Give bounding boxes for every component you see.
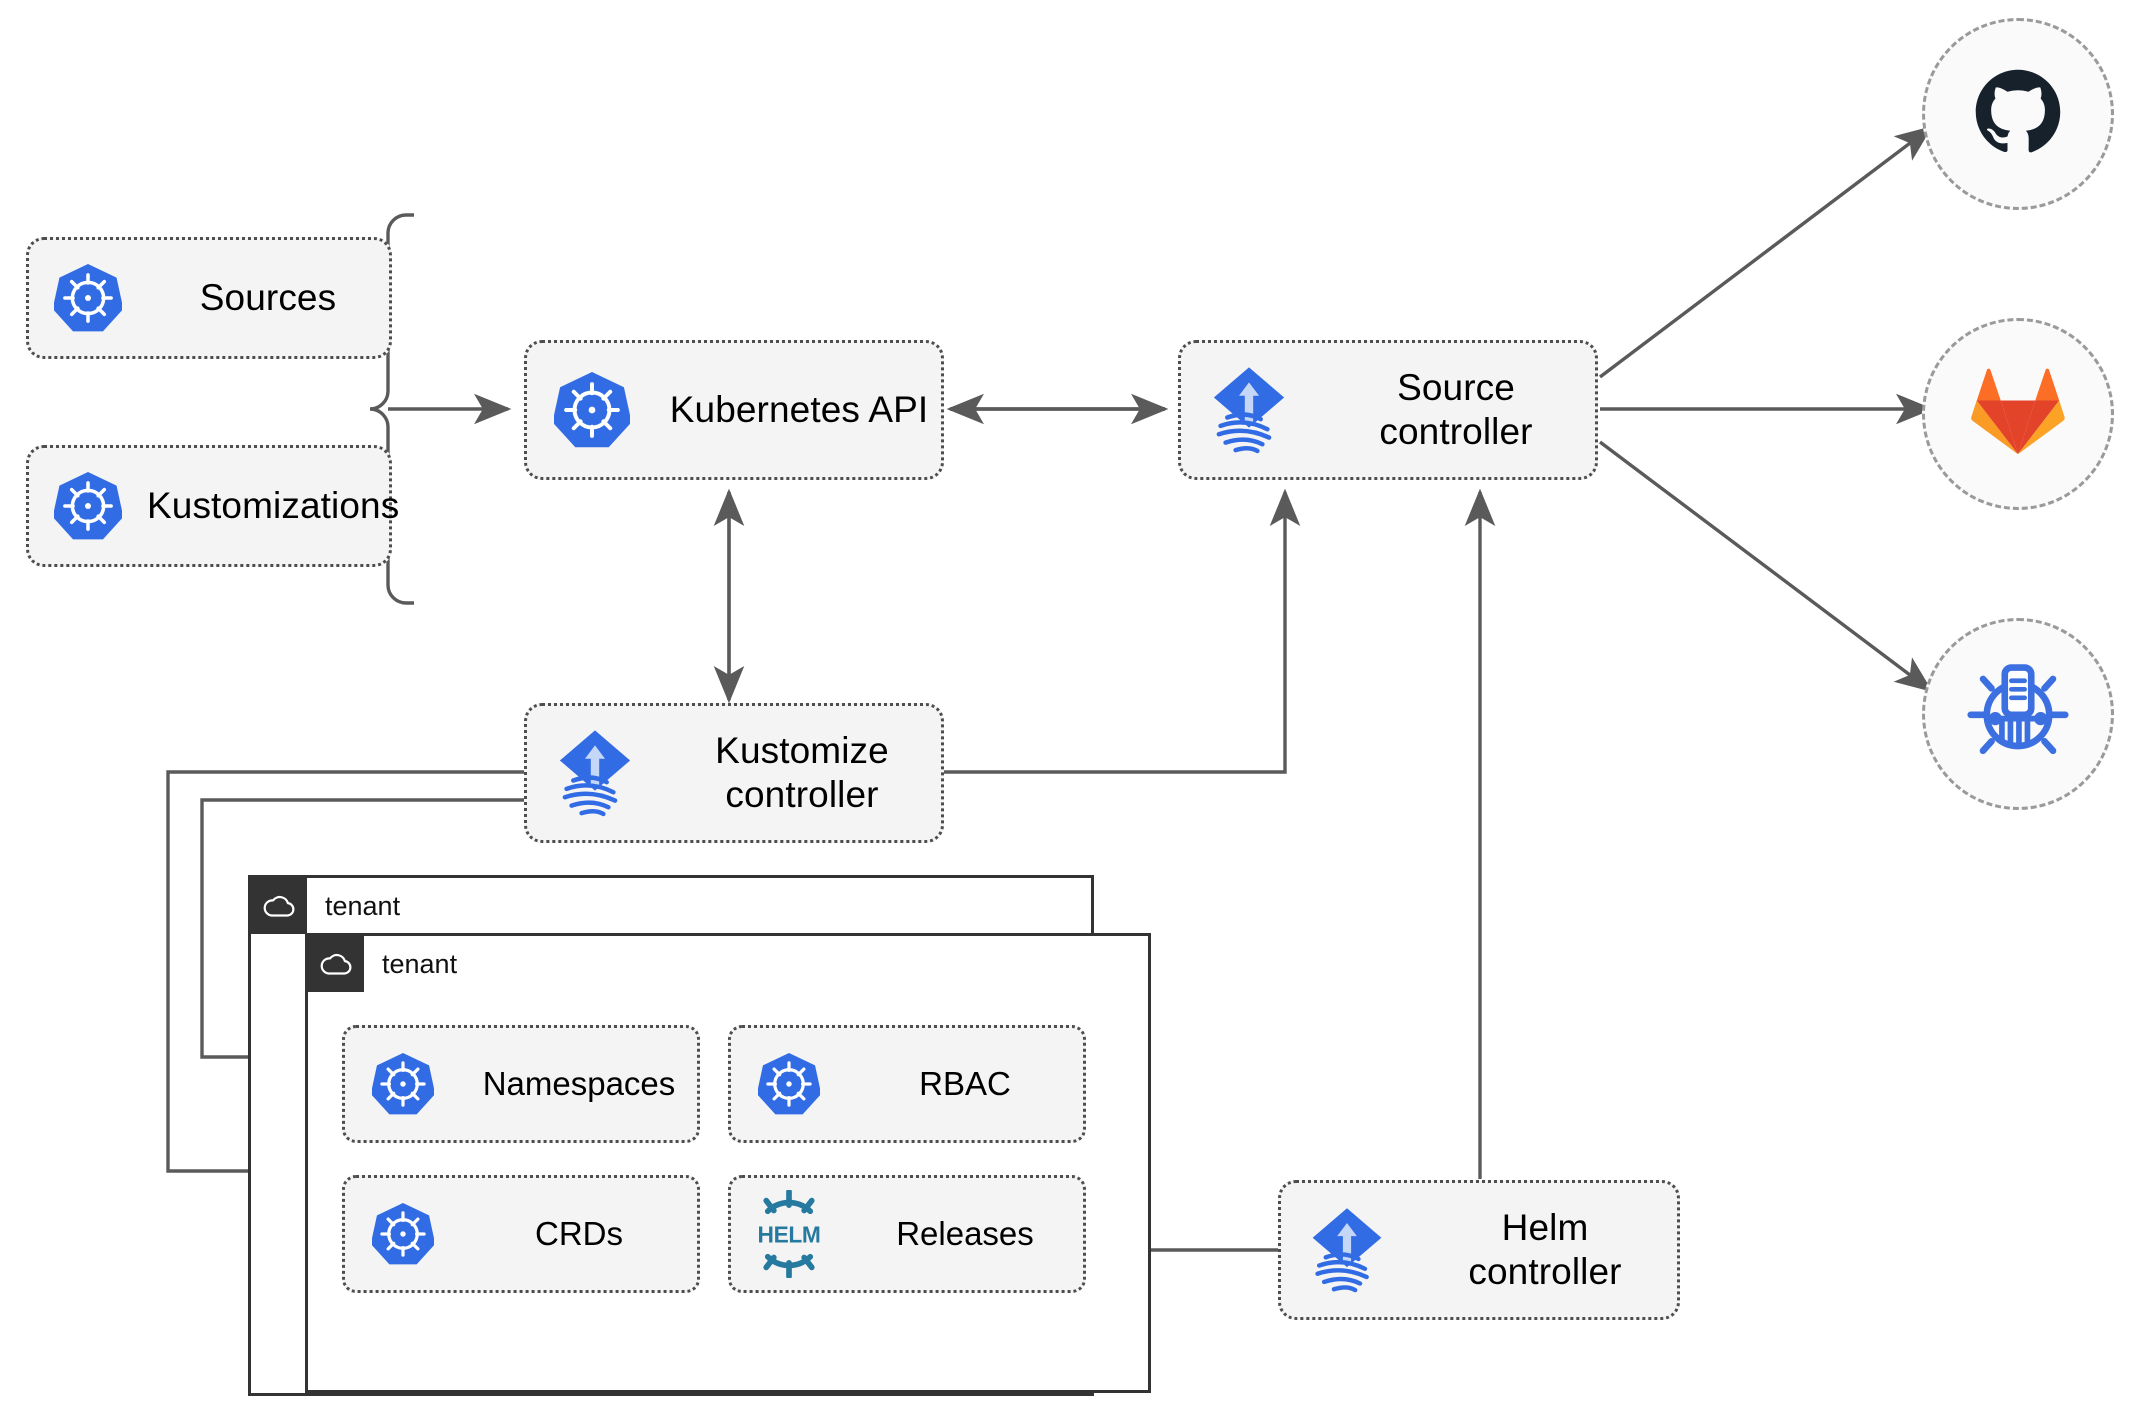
card-crds[interactable]: CRDs (342, 1175, 700, 1293)
node-kustomizations[interactable]: Kustomizations (26, 445, 399, 567)
cloud-icon (251, 878, 307, 934)
kubernetes-icon (345, 1201, 461, 1267)
github-icon (1970, 64, 2066, 165)
card-rbac[interactable]: RBAC (728, 1025, 1086, 1143)
kubernetes-icon (731, 1051, 847, 1117)
kubernetes-icon (345, 1051, 461, 1117)
node-kustomize-controller[interactable]: Kustomize controller (524, 703, 944, 843)
node-label: Helm controller (1468, 1207, 1622, 1292)
cloud-icon (308, 936, 364, 992)
tenant-header-outer: tenant (251, 878, 400, 934)
card-namespaces[interactable]: Namespaces (342, 1025, 700, 1143)
card-releases[interactable]: HELM Releases (728, 1175, 1086, 1293)
card-label: Releases (896, 1215, 1034, 1252)
card-label: RBAC (919, 1065, 1011, 1102)
flux-icon (527, 727, 663, 819)
node-label: Sources (199, 277, 337, 319)
node-label: Kustomize controller (715, 730, 889, 815)
node-kubernetes-api[interactable]: Kubernetes API (524, 340, 944, 480)
node-sources[interactable]: Sources (26, 237, 392, 359)
flux-icon (1181, 364, 1317, 456)
provider-helm-repository[interactable] (1922, 618, 2114, 810)
node-label: Kustomizations (147, 485, 400, 527)
flux-icon (1281, 1205, 1413, 1295)
node-source-controller[interactable]: Source controller (1178, 340, 1598, 480)
svg-text:HELM: HELM (758, 1221, 821, 1247)
tenant-container-inner: tenant (305, 933, 1151, 1393)
node-helm-controller[interactable]: Helm controller (1278, 1180, 1680, 1320)
node-label: Kubernetes API (669, 389, 929, 431)
card-label: Namespaces (482, 1065, 676, 1102)
card-label: CRDs (535, 1215, 623, 1252)
provider-github[interactable] (1922, 18, 2114, 210)
provider-gitlab[interactable] (1922, 318, 2114, 510)
tenant-label: tenant (325, 890, 401, 921)
helm-icon: HELM (731, 1190, 847, 1278)
kubernetes-icon (29, 470, 147, 542)
tenant-header-inner: tenant (308, 936, 457, 992)
tenant-label: tenant (382, 948, 458, 979)
gitlab-icon (1970, 366, 2066, 463)
kubernetes-icon (29, 262, 147, 334)
helm-repository-icon (1966, 660, 2070, 769)
node-label: Source controller (1379, 367, 1533, 452)
kubernetes-icon (527, 370, 657, 450)
